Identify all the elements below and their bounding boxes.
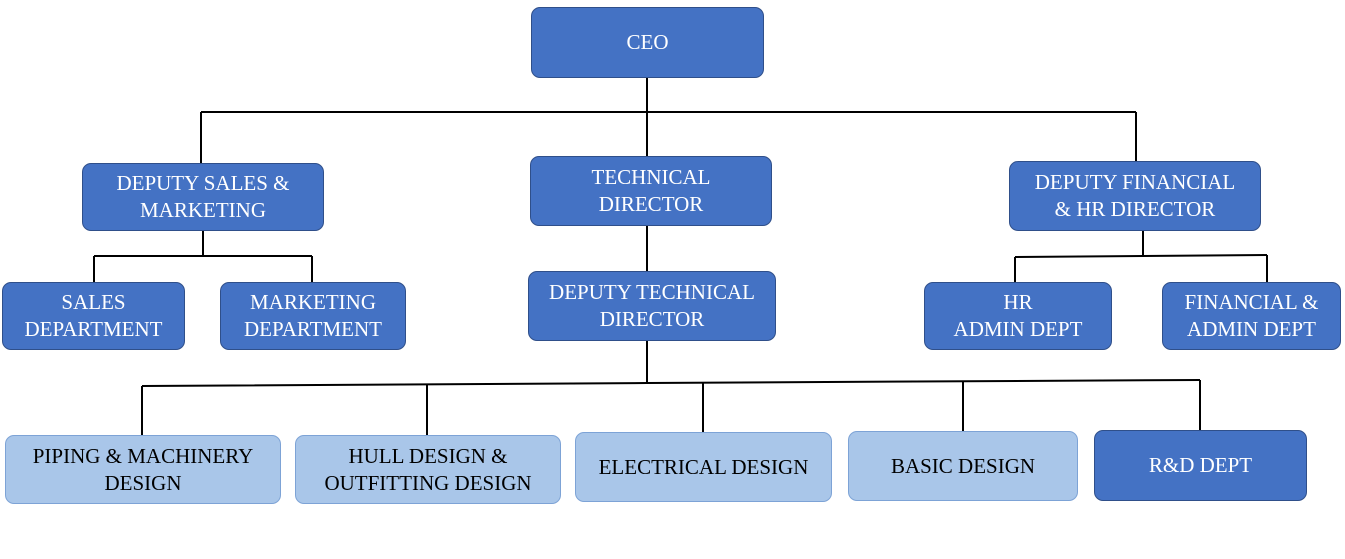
node-basic-design: BASIC DESIGN: [848, 431, 1078, 501]
node-technical-director-line-1: TECHNICAL: [591, 165, 711, 189]
node-financial-admin-line-2: ADMIN DEPT: [1187, 317, 1316, 341]
node-piping-machinery-line-2: DESIGN: [104, 470, 182, 495]
node-piping-machinery-line-1: PIPING & MACHINERY: [32, 443, 254, 468]
node-ceo: CEO: [531, 7, 764, 78]
node-marketing-department-line-2: DEPARTMENT: [244, 317, 382, 341]
node-basic-design-line-1: BASIC DESIGN: [890, 453, 1036, 478]
node-electrical-design: ELECTRICAL DESIGN: [575, 432, 832, 502]
node-deputy-sales-marketing: DEPUTY SALES & MARKETING: [82, 163, 324, 231]
node-hr-admin-line-2: ADMIN DEPT: [953, 317, 1083, 341]
node-hull-design-line-2: OUTFITTING DESIGN: [324, 470, 532, 495]
node-ceo-line-1: CEO: [626, 30, 669, 54]
node-deputy-financial-hr: DEPUTY FINANCIAL & HR DIRECTOR: [1009, 161, 1261, 231]
node-deputy-financial-line-1: DEPUTY FINANCIAL: [1034, 170, 1236, 194]
node-hr-admin-dept: HR ADMIN DEPT: [924, 282, 1112, 350]
node-financial-admin-dept: FINANCIAL & ADMIN DEPT: [1162, 282, 1341, 350]
node-marketing-department-line-1: MARKETING: [250, 290, 376, 314]
node-technical-director-line-2: DIRECTOR: [598, 192, 704, 216]
node-hr-admin-line-1: HR: [1003, 290, 1033, 314]
node-sales-department-line-1: SALES: [61, 290, 126, 314]
node-electrical-design-line-1: ELECTRICAL DESIGN: [598, 454, 809, 479]
node-rd-dept: R&D DEPT: [1094, 430, 1307, 501]
node-sales-department: SALES DEPARTMENT: [2, 282, 185, 350]
node-deputy-sales-line-1: DEPUTY SALES &: [116, 171, 290, 195]
node-deputy-technical-line-1: DEPUTY TECHNICAL: [549, 280, 755, 304]
node-financial-admin-line-1: FINANCIAL &: [1184, 290, 1319, 314]
node-deputy-financial-line-2: & HR DIRECTOR: [1054, 197, 1216, 221]
node-hull-design-line-1: HULL DESIGN &: [348, 443, 508, 468]
node-deputy-technical-director: DEPUTY TECHNICAL DIRECTOR: [528, 271, 776, 341]
node-rd-dept-line-1: R&D DEPT: [1148, 453, 1253, 477]
node-deputy-sales-line-2: MARKETING: [140, 198, 266, 222]
node-technical-director: TECHNICAL DIRECTOR: [530, 156, 772, 226]
node-hull-outfitting-design: HULL DESIGN & OUTFITTING DESIGN: [295, 435, 561, 504]
node-marketing-department: MARKETING DEPARTMENT: [220, 282, 406, 350]
connector-design-bus: [141, 379, 1201, 387]
node-sales-department-line-2: DEPARTMENT: [24, 317, 163, 341]
node-deputy-technical-line-2: DIRECTOR: [599, 307, 705, 331]
connector-financial-bus: [1014, 254, 1268, 258]
node-piping-machinery-design: PIPING & MACHINERY DESIGN: [5, 435, 281, 504]
